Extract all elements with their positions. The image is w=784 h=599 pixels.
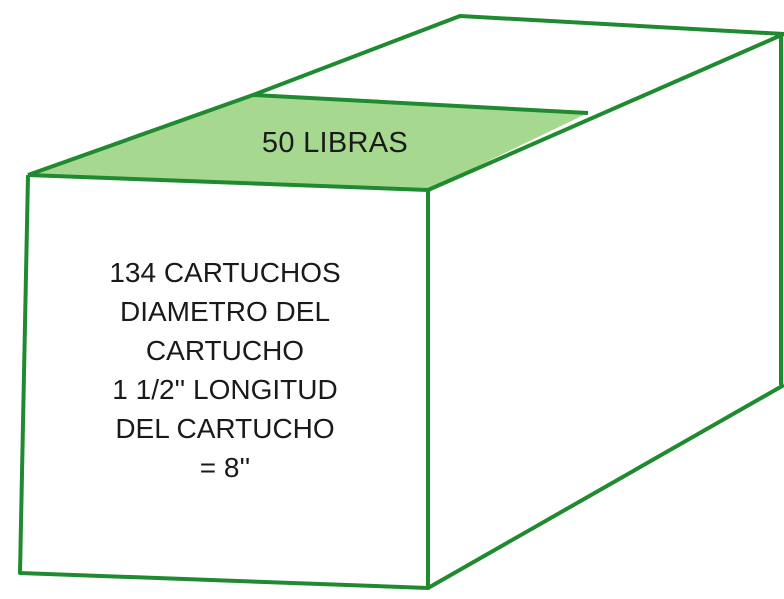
front-label-line: CARTUCHO	[145, 335, 305, 366]
top-label-weight: 50 LIBRAS	[261, 127, 409, 159]
top-right-edge	[427, 32, 784, 192]
bottom-side-edge	[427, 383, 784, 590]
front-label-line: DEL CARTUCHO	[115, 413, 335, 444]
front-label-line: 1 1/2'' LONGITUD	[112, 374, 338, 405]
top-face-open	[253, 16, 784, 113]
front-label-line: = 8''	[199, 452, 251, 483]
top-left-edge	[27, 14, 784, 177]
front-label: 134 CARTUCHOS DIAMETRO DEL CARTUCHO 1 1/…	[30, 253, 420, 487]
side-face	[428, 34, 784, 588]
front-label-line: 134 CARTUCHOS	[109, 257, 341, 288]
front-label-line: DIAMETRO DEL	[119, 296, 331, 327]
top-face-lid	[28, 95, 588, 190]
front-face	[20, 175, 428, 588]
lid-back-edge	[252, 93, 589, 115]
